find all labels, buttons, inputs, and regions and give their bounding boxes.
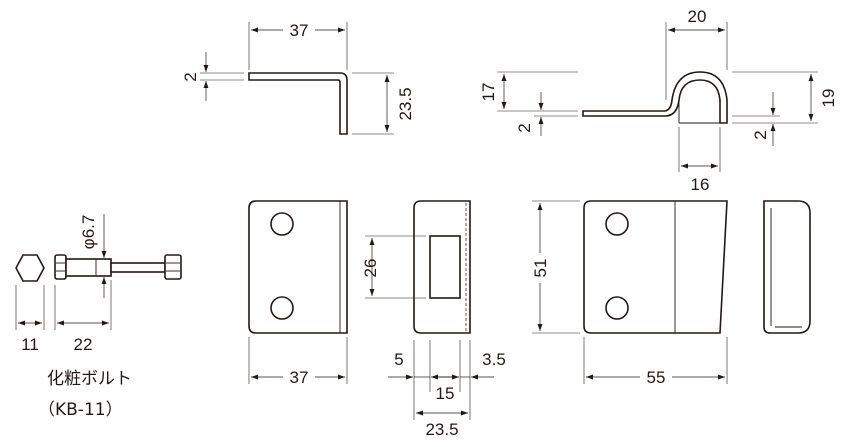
hook-inner-label: 16: [691, 175, 710, 194]
hook-profile: [582, 71, 728, 124]
hook-right-thickness-label: 2: [751, 130, 770, 139]
front-plate: [248, 200, 348, 334]
hook-left-thickness-dimension: 2: [515, 92, 578, 136]
hasp-side-view: [763, 200, 811, 334]
slot-height-label: 26: [361, 259, 380, 278]
hasp-width-dimension: 55: [583, 337, 728, 387]
bolt-head-label: 11: [21, 335, 39, 354]
angle-bracket-profile: [248, 72, 348, 135]
bolt-code-caption: （KB-11）: [38, 400, 123, 420]
hook-inner-dimension: 16: [678, 127, 721, 194]
screw-hole-top: [270, 212, 294, 236]
hook-width-dimension: 20: [665, 7, 728, 100]
hook-left-thickness-label: 2: [515, 123, 534, 132]
hasp-hole-top: [605, 212, 629, 236]
slot-height-dimension: 26: [361, 235, 426, 299]
hasp-hole-bottom: [605, 296, 629, 320]
front-plate-width-label: 37: [290, 368, 309, 387]
bolt-diameter-label: φ6.7: [79, 215, 98, 250]
side-plate: [413, 200, 471, 334]
hook-left-height-label: 17: [479, 83, 498, 102]
hex-nut-end-view: [15, 254, 45, 282]
side-depth-dimension: 23.5: [416, 410, 468, 439]
angle-width-label: 37: [290, 21, 309, 40]
bolt-diameter-dimension: φ6.7: [79, 214, 107, 298]
front-plate-width-dimension: 37: [248, 337, 348, 387]
hook-right-height-label: 19: [819, 89, 838, 108]
side-offset-dimensions: 5 15 3.5: [388, 340, 506, 420]
hasp-width-label: 55: [647, 368, 666, 387]
hasp-height-dimension: 51: [528, 200, 580, 334]
bolt-head-dimension: 11: [15, 285, 45, 354]
bolt-length-label: 22: [74, 335, 93, 354]
angle-height-dimension: 23.5: [352, 72, 415, 135]
latch-slot: [429, 235, 461, 299]
hook-left-height-dimension: 17: [479, 71, 578, 112]
hasp-plate: [583, 200, 728, 334]
angle-height-label: 23.5: [396, 87, 415, 120]
hook-right-height-dimension: 19: [732, 71, 838, 124]
bolt-length-dimension: 22: [54, 280, 112, 354]
hook-right-thickness-dimension: 2: [732, 92, 780, 146]
bolt-side-view: [54, 254, 182, 280]
angle-thickness-dimension: 2: [181, 52, 244, 101]
screw-hole-bottom: [270, 296, 294, 320]
bolt-name-caption: 化粧ボルト: [47, 369, 132, 389]
side-depth-label: 23.5: [425, 420, 458, 439]
hasp-height-label: 51: [531, 259, 550, 278]
side-slot-label: 15: [436, 384, 455, 403]
side-offset-left-label: 5: [394, 350, 403, 369]
hook-width-label: 20: [688, 7, 707, 26]
angle-thickness-label: 2: [181, 72, 200, 81]
side-offset-right-label: 3.5: [482, 350, 506, 369]
angle-width-dimension: 37: [248, 20, 348, 70]
